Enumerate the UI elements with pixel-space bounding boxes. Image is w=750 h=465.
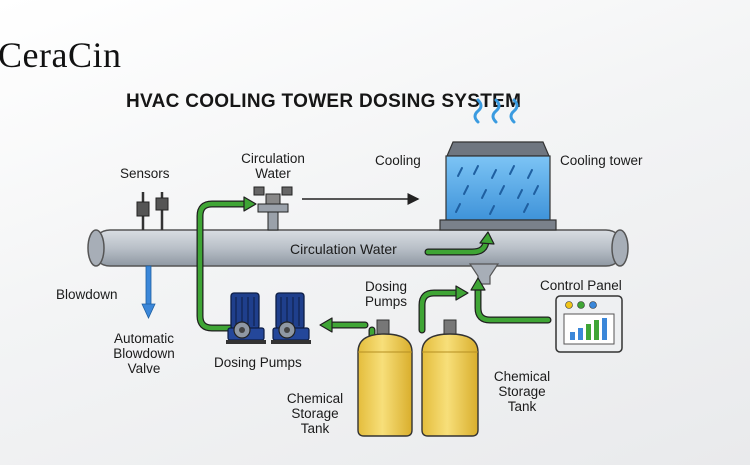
- label-control-panel: Control Panel: [540, 278, 622, 293]
- label-cooling: Cooling: [375, 153, 421, 168]
- label-sensors: Sensors: [120, 166, 170, 181]
- dosing-pump-2-icon: [271, 292, 311, 344]
- label-dosing-pumps-top-line2: Pumps: [364, 294, 408, 309]
- label-chem-tank-right-line2: Storage: [498, 384, 546, 399]
- label-chem-tank-right-line1: Chemical: [493, 369, 551, 384]
- label-circulation-water-pipe: Circulation Water: [290, 241, 397, 257]
- label-dosing-pumps-top-line1: Dosing: [364, 279, 408, 294]
- label-circulation-water-top: Circulation Water: [232, 151, 314, 181]
- label-chem-tank-left-line2: Storage: [291, 406, 339, 421]
- cooling-tower-icon: [439, 141, 557, 231]
- chemical-storage-tank-left-icon: [357, 319, 413, 437]
- label-circulation-water-top-line2: Water: [255, 166, 291, 181]
- blowdown-arrow: [141, 265, 156, 319]
- circulation-pipe: [87, 229, 629, 285]
- label-chem-tank-left-line1: Chemical: [286, 391, 344, 406]
- diagram-title: HVAC COOLING TOWER DOSING SYSTEM: [126, 91, 522, 112]
- sensors-icon: [136, 192, 169, 230]
- label-chemical-storage-tank-right: Chemical Storage Tank: [485, 369, 559, 414]
- label-chemical-storage-tank-left: Chemical Storage Tank: [280, 391, 350, 436]
- label-circulation-water-top-line1: Circulation: [241, 151, 305, 166]
- steam-icon: [473, 98, 519, 124]
- chemical-storage-tank-right-icon: [421, 319, 479, 437]
- label-dosing-pumps-top: Dosing Pumps: [358, 279, 414, 309]
- control-panel-icon: [555, 295, 623, 353]
- label-automatic-blowdown-line2: Blowdown: [113, 346, 175, 361]
- label-automatic-blowdown-line3: Valve: [127, 361, 161, 376]
- label-automatic-blowdown-line1: Automatic: [113, 331, 175, 346]
- dosing-pump-1-icon: [226, 292, 266, 344]
- circulation-valve-icon: [253, 186, 293, 231]
- label-chem-tank-left-line3: Tank: [300, 421, 330, 436]
- label-blowdown: Blowdown: [56, 287, 118, 302]
- label-chem-tank-right-line3: Tank: [507, 399, 537, 414]
- label-dosing-pumps-left: Dosing Pumps: [214, 355, 302, 370]
- brand-logo: CeraCin: [0, 35, 122, 75]
- label-cooling-tower: Cooling tower: [560, 153, 643, 168]
- label-automatic-blowdown-valve: Automatic Blowdown Valve: [100, 331, 188, 376]
